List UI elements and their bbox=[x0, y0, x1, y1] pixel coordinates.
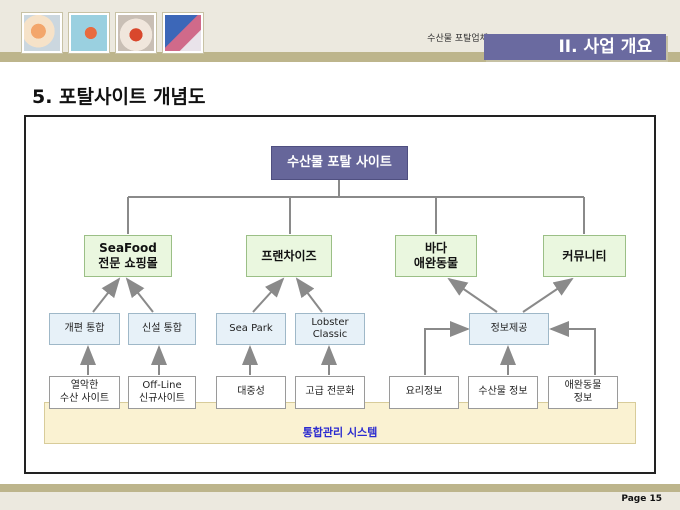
shrimp-thumbnail bbox=[69, 13, 109, 53]
lobster-thumbnail bbox=[163, 13, 203, 53]
lobster-classic-node: Lobster Classic bbox=[295, 313, 365, 345]
lobster-classic-line1: Lobster bbox=[311, 316, 349, 328]
weak-sites-node: 열악한 수산 사이트 bbox=[49, 376, 120, 409]
pet-info-line2: 정보 bbox=[573, 392, 593, 404]
footer-band bbox=[0, 484, 680, 492]
seafood-mall-node: SeaFood 전문 쇼핑몰 bbox=[84, 235, 172, 277]
sea-park-node: Sea Park bbox=[216, 313, 286, 345]
seafood-mall-line2: 전문 쇼핑몰 bbox=[98, 256, 158, 270]
popularity-node: 대중성 bbox=[216, 376, 286, 409]
portal-root-node: 수산물 포탈 사이트 bbox=[271, 146, 408, 180]
offline-sites-node: Off-Line 신규사이트 bbox=[128, 376, 196, 409]
page-number: Page 15 bbox=[621, 494, 662, 504]
seafood-info-node: 수산물 정보 bbox=[468, 376, 538, 409]
page-heading: 5. 포탈사이트 개념도 bbox=[32, 86, 206, 108]
sea-pets-line1: 바다 bbox=[424, 241, 448, 255]
footer-strip bbox=[0, 492, 680, 510]
crab-thumbnail bbox=[116, 13, 156, 53]
seafood-dish-thumbnail bbox=[22, 13, 62, 53]
sea-pets-line2: 애완동물 bbox=[413, 256, 459, 270]
company-label: 수산물 포탈업체 bbox=[427, 34, 488, 44]
offline-sites-line1: Off-Line bbox=[142, 380, 182, 391]
pet-info-node: 애완동물 정보 bbox=[548, 376, 618, 409]
franchise-node: 프랜차이즈 bbox=[246, 235, 332, 277]
weak-sites-line1: 열악한 bbox=[70, 380, 99, 391]
reform-integration-node: 개편 통합 bbox=[49, 313, 120, 345]
system-label: 통합관리 시스템 bbox=[302, 426, 378, 439]
weak-sites-line2: 수산 사이트 bbox=[59, 392, 110, 404]
section-title: II. 사업 개요 bbox=[484, 34, 666, 60]
seafood-mall-line1: SeaFood bbox=[99, 241, 157, 255]
premium-node: 고급 전문화 bbox=[295, 376, 365, 409]
offline-sites-line2: 신규사이트 bbox=[139, 392, 185, 404]
cooking-info-node: 요리정보 bbox=[389, 376, 459, 409]
community-node: 커뮤니티 bbox=[543, 235, 626, 277]
pet-info-line1: 애완동물 bbox=[564, 380, 602, 391]
info-provision-node: 정보제공 bbox=[469, 313, 549, 345]
sea-pets-node: 바다 애완동물 bbox=[395, 235, 477, 277]
header-band bbox=[0, 52, 680, 62]
new-integration-node: 신설 통합 bbox=[128, 313, 196, 345]
lobster-classic-line2: Classic bbox=[312, 329, 348, 340]
